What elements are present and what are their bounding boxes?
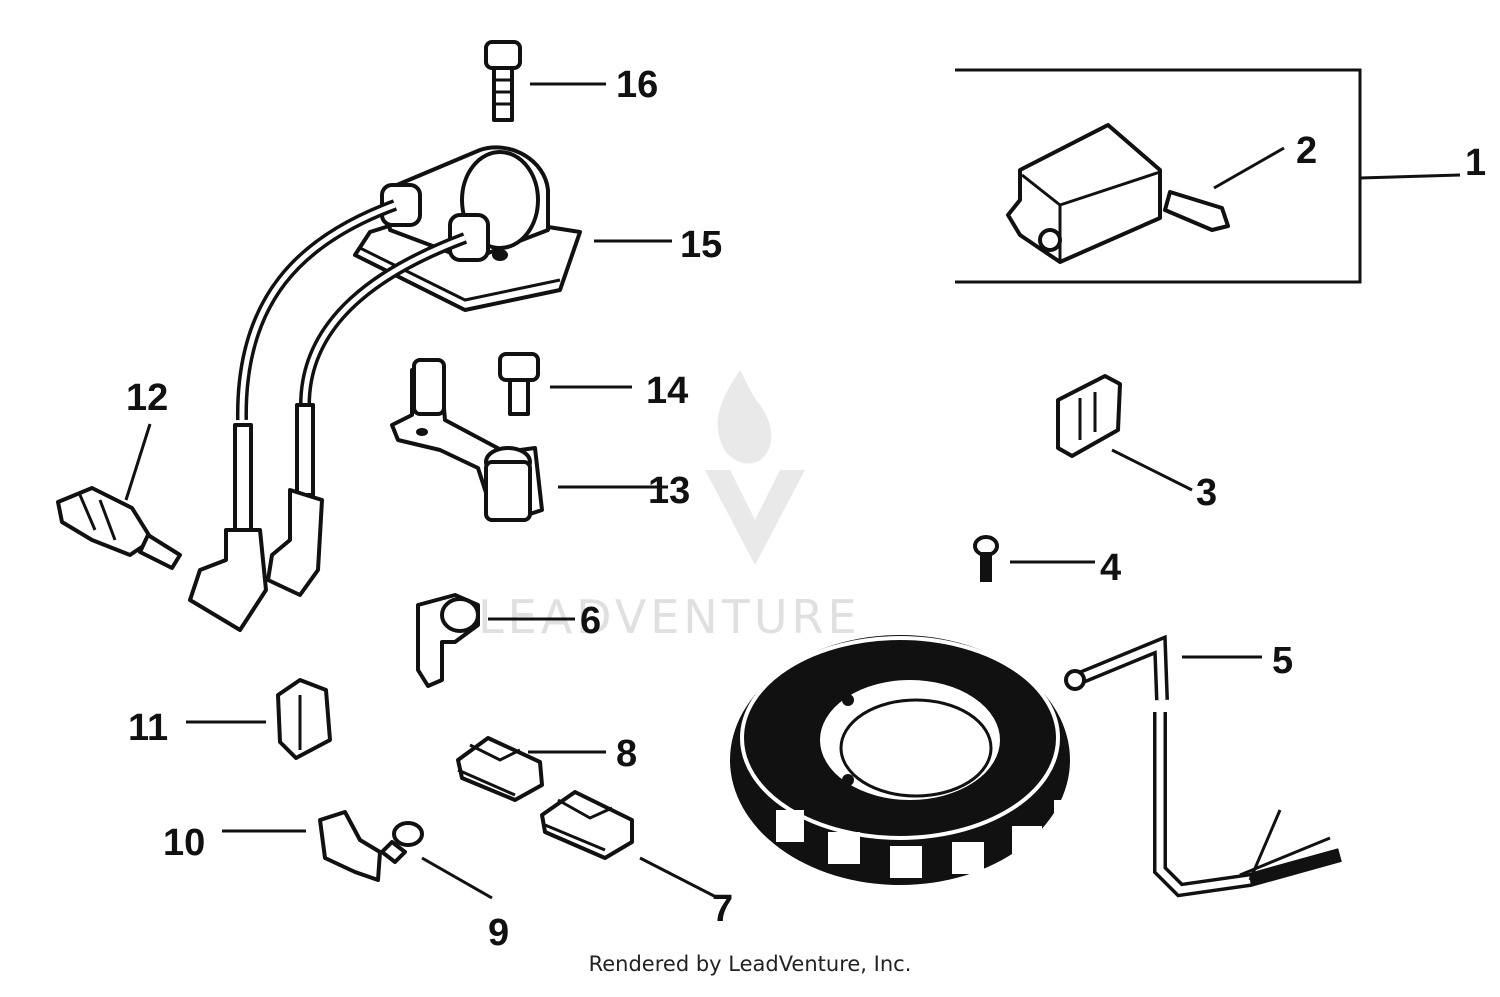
- callout-9: 9: [488, 912, 509, 954]
- part-8-connector: [456, 736, 544, 802]
- callout-15: 15: [680, 224, 722, 266]
- callout-4: 4: [1100, 547, 1121, 589]
- part-7-connector: [540, 790, 634, 860]
- part-12-spark-plug: [56, 486, 182, 570]
- leader-3: [1111, 448, 1193, 492]
- part-4-pin: [973, 535, 999, 582]
- callout-11: 11: [128, 707, 168, 749]
- watermark-text: LEADVENTURE: [478, 590, 861, 644]
- part-16-bolt: [484, 40, 522, 122]
- callout-2: 2: [1296, 130, 1317, 172]
- leader-12: [124, 423, 152, 501]
- leader-2: [1213, 146, 1285, 190]
- callout-13: 13: [648, 470, 690, 512]
- callout-1: 1: [1465, 142, 1486, 184]
- part-14-screw: [498, 352, 540, 416]
- callout-3: 3: [1196, 472, 1217, 514]
- part-2-module: [1006, 123, 1230, 264]
- part-15-ignition-coil: [188, 145, 582, 632]
- callout-7: 7: [712, 888, 733, 930]
- callout-16: 16: [616, 64, 658, 106]
- callout-5: 5: [1272, 640, 1293, 682]
- credit-line: Rendered by LeadVenture, Inc.: [588, 952, 912, 976]
- part-13-bracket: [390, 358, 544, 522]
- leader-9: [421, 856, 493, 900]
- part-9-screw: [380, 821, 424, 864]
- part-10-terminal: [318, 810, 382, 882]
- part-11-block: [276, 678, 332, 760]
- part-6-clip: [416, 593, 480, 688]
- callout-10: 10: [163, 822, 205, 864]
- callout-8: 8: [616, 733, 637, 775]
- leader-7: [639, 856, 719, 900]
- part-1-module-assembly: [955, 68, 1461, 284]
- callout-12: 12: [126, 377, 168, 419]
- part-3-clip: [1056, 374, 1122, 458]
- callout-14: 14: [646, 370, 688, 412]
- part-5-stator: [730, 634, 1342, 898]
- leadventure-watermark: LEADVENTURE: [478, 370, 861, 644]
- callout-6: 6: [580, 600, 601, 642]
